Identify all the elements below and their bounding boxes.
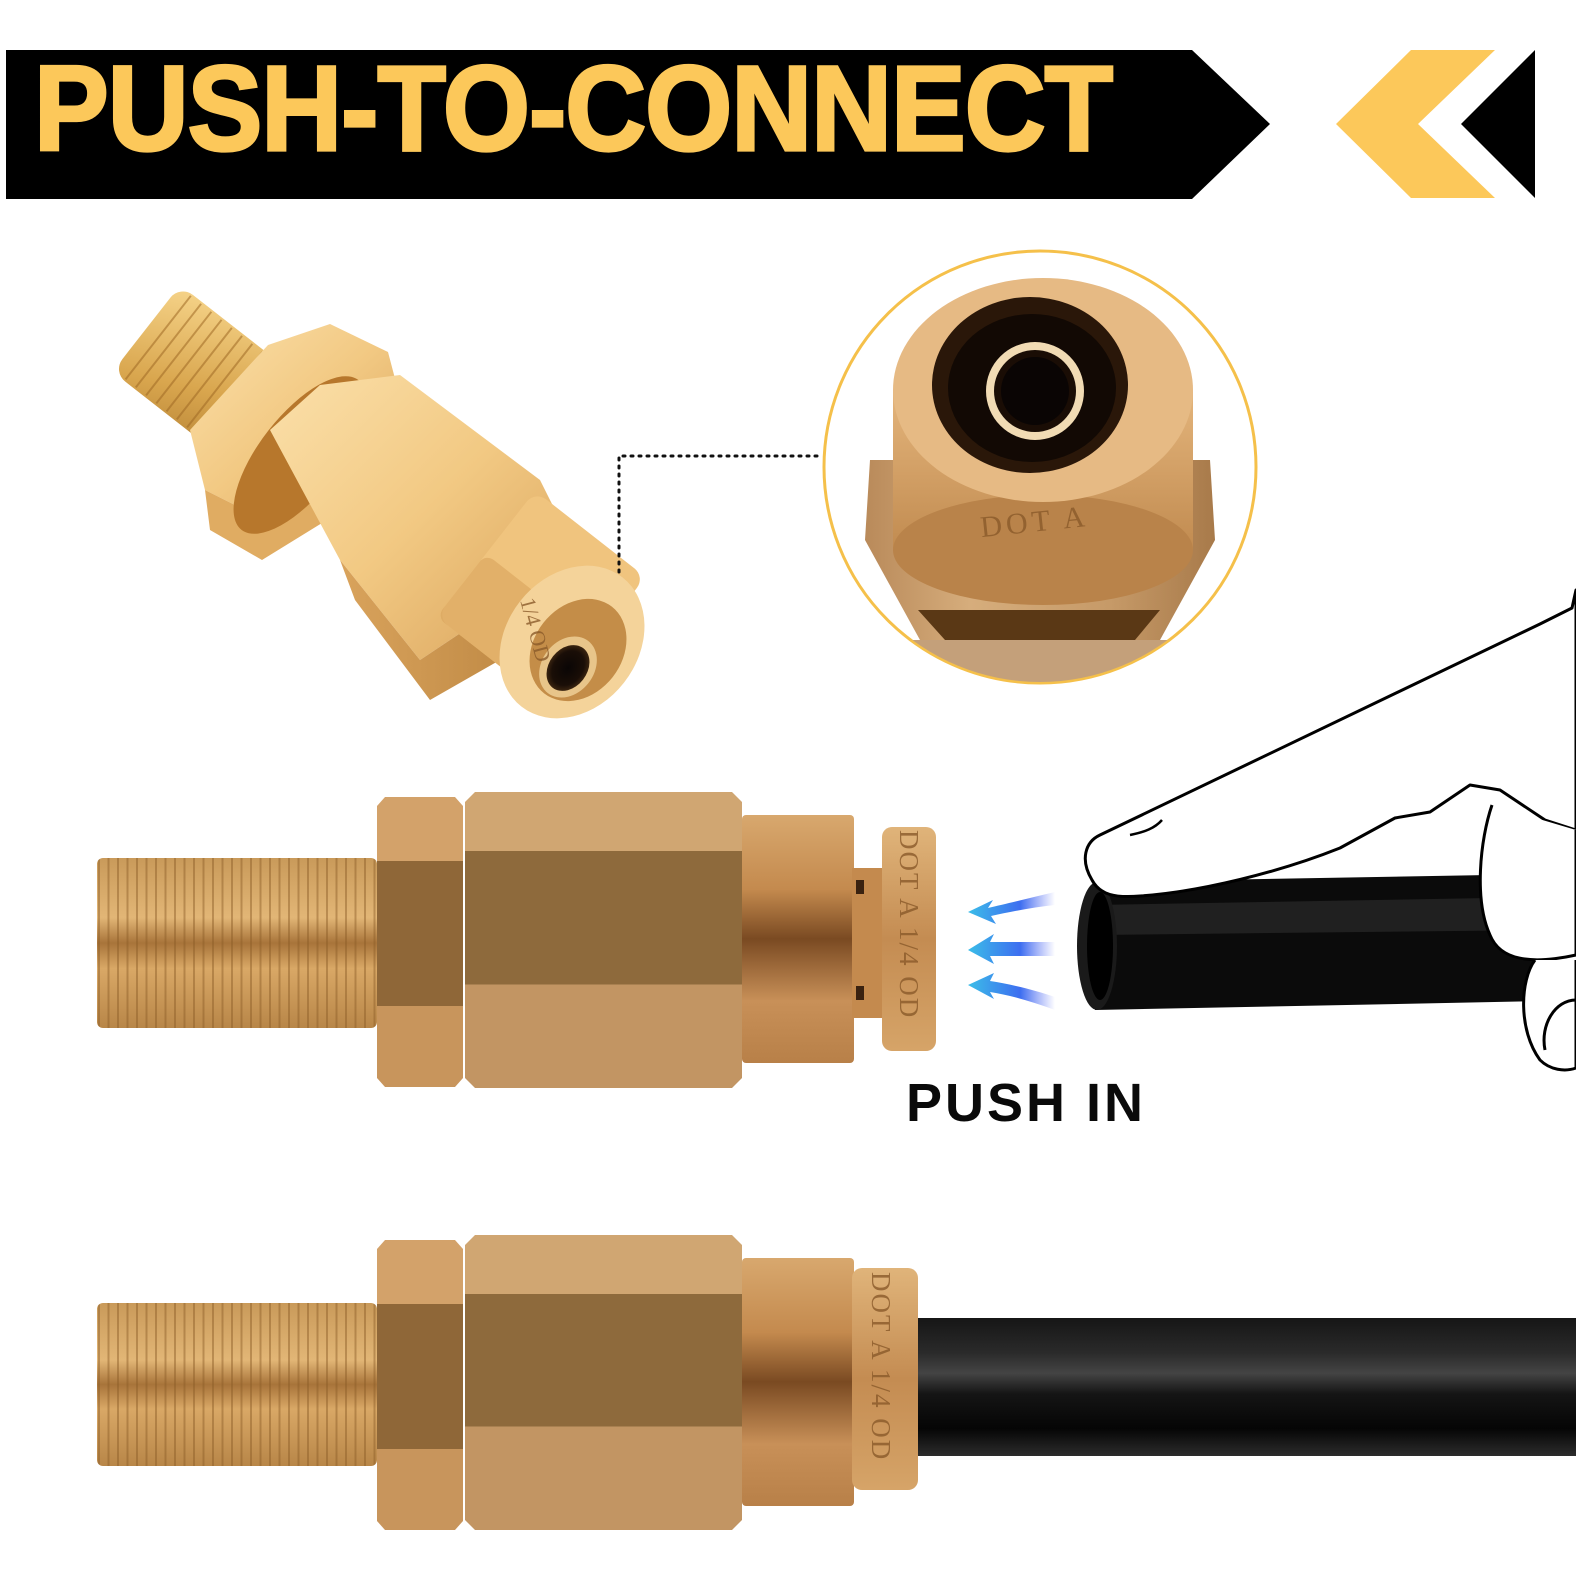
bottom-fitting-engraving: DOT A 1/4 OD bbox=[866, 1272, 896, 1461]
hand-illustration bbox=[1083, 588, 1576, 1072]
triangle-left-icon bbox=[1461, 50, 1535, 198]
middle-fitting-engraving: DOT A 1/4 OD bbox=[894, 830, 924, 1019]
detail-callout: DOT A bbox=[822, 249, 1258, 685]
chevron-left-icon bbox=[1336, 50, 1495, 198]
callout-connector-line bbox=[617, 454, 825, 574]
isometric-fitting-image: 1/4 OD bbox=[118, 291, 825, 719]
banner-background bbox=[6, 50, 1535, 199]
push-direction-arrows-icon bbox=[968, 892, 1055, 1010]
banner-title: PUSH-TO-CONNECT bbox=[33, 39, 1115, 177]
push-in-label: PUSH IN bbox=[906, 1073, 1147, 1133]
